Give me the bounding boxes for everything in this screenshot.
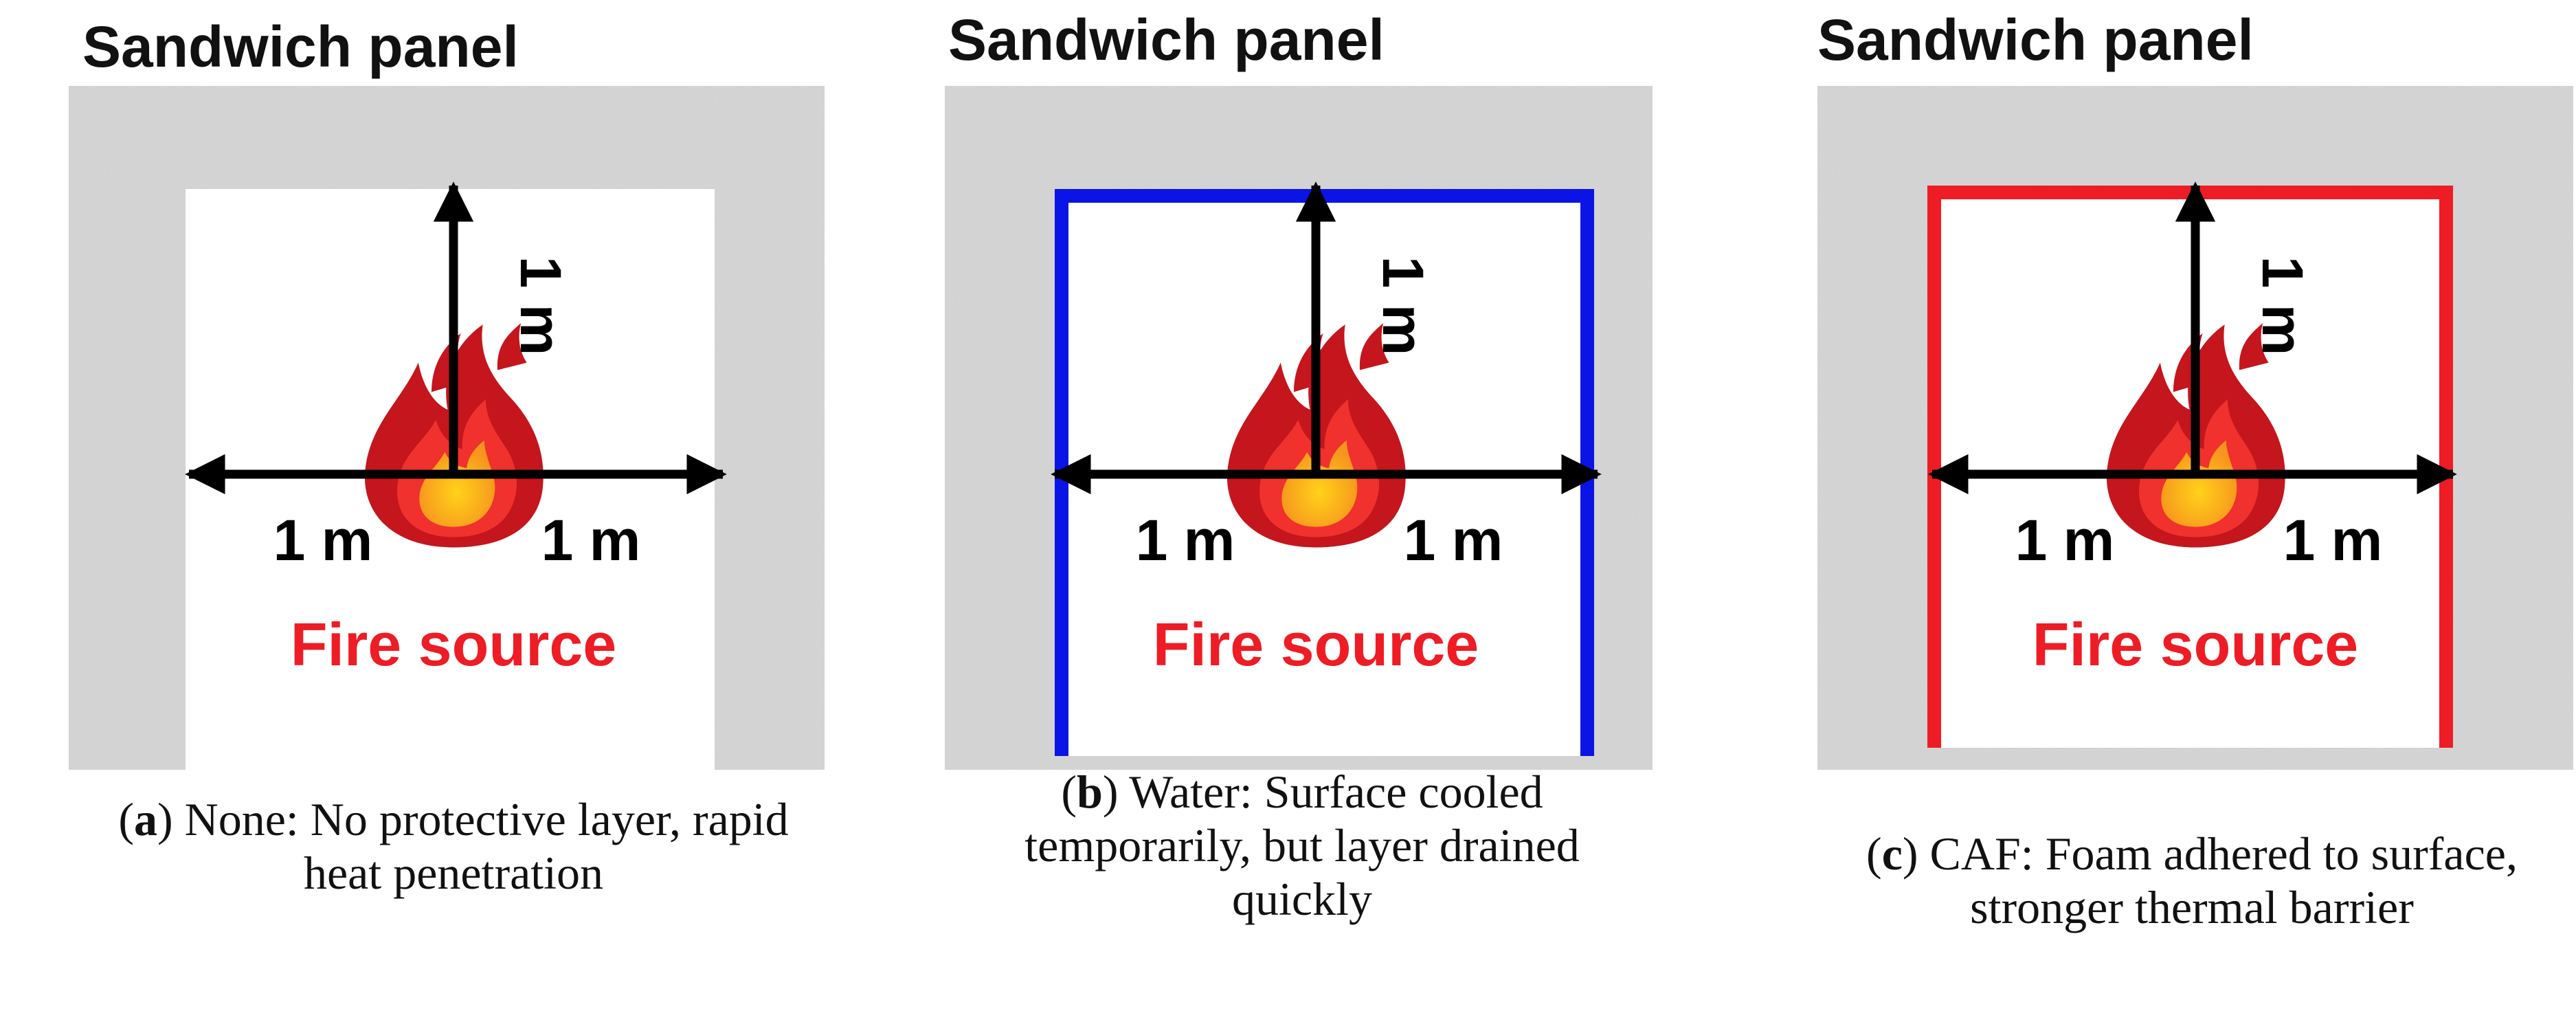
left-dimension-label: 1 m [1136, 508, 1235, 573]
up-dimension-label: 1 m [2250, 256, 2315, 356]
panel-title: Sandwich panel [948, 8, 1385, 72]
caption-label: c [1882, 827, 1903, 880]
right-dimension-label: 1 m [2283, 508, 2383, 573]
caption-line: (b) Water: Surface cooled [1061, 766, 1543, 818]
caption-label: a [134, 793, 157, 845]
fire-source-label: Fire source [1153, 610, 1479, 678]
panel-c: Sandwich panel 1 m 1 m 1 m Fire source (c) CA… [1817, 8, 2573, 933]
panel-title: Sandwich panel [1817, 8, 2254, 72]
panels: Sandwich panel 1 m 1 m 1 m Fire source (a) No… [69, 8, 2573, 933]
caption-line: temporarily, but layer drained [1024, 819, 1580, 871]
left-dimension-label: 1 m [2015, 508, 2115, 573]
caption-line: (a) None: No protective layer, rapid [118, 793, 788, 845]
panel-title: Sandwich panel [82, 14, 519, 79]
up-dimension-label: 1 m [1371, 256, 1435, 356]
panel-b: Sandwich panel 1 m 1 m 1 m Fire source (b) Wa… [945, 8, 1653, 925]
fire-source-label: Fire source [291, 610, 616, 678]
caption-line: heat penetration [304, 847, 603, 899]
caption-line: stronger thermal barrier [1970, 881, 2414, 933]
right-dimension-label: 1 m [1404, 508, 1503, 573]
up-dimension-label: 1 m [508, 256, 573, 356]
caption-line: quickly [1232, 873, 1372, 925]
right-dimension-label: 1 m [541, 508, 641, 573]
caption-line: (c) CAF: Foam adhered to surface, [1866, 827, 2518, 880]
caption-label: b [1077, 766, 1103, 818]
fire-source-label: Fire source [2032, 610, 2358, 678]
left-dimension-label: 1 m [273, 508, 373, 573]
panel-a: Sandwich panel 1 m 1 m 1 m Fire source (a) No… [69, 14, 825, 899]
